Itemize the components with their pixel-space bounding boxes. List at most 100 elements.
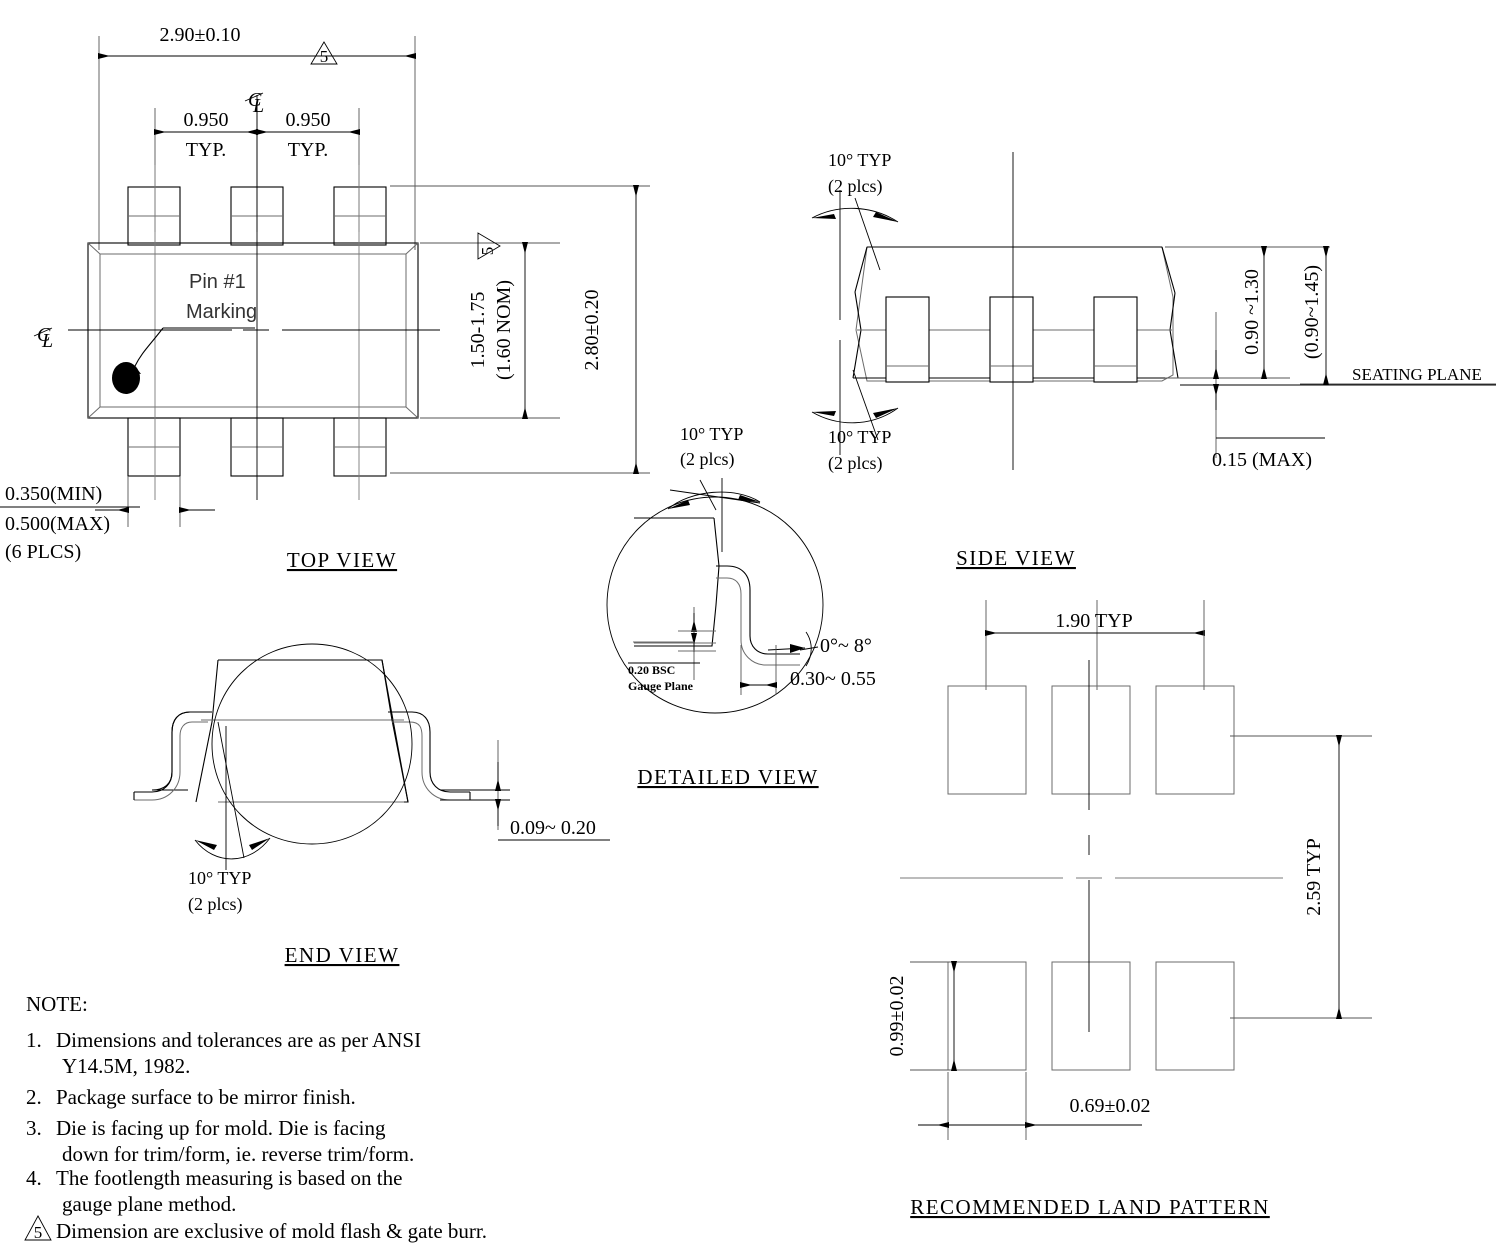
note-3-line1: Die is facing up for mold. Die is facing <box>56 1116 386 1140</box>
end-draft-line1: 10° TYP <box>188 868 251 888</box>
end-view-label: END VIEW <box>285 943 400 967</box>
detail-gauge-plane-dimension <box>628 607 716 680</box>
side-draft-angle-bottom <box>811 340 899 455</box>
side-draft-bottom-line1: 10° TYP <box>828 427 891 447</box>
land-pattern-centerlines <box>900 660 1283 1032</box>
top-lead-width-dimension <box>0 476 215 527</box>
end-view-body <box>195 659 409 803</box>
detail-draft-angle <box>667 478 761 552</box>
detailed-view-label: DETAILED VIEW <box>637 765 818 789</box>
land-pattern-upper-pads <box>947 685 1235 795</box>
end-draft-line2: (2 plcs) <box>188 894 242 915</box>
end-view-left-lead <box>133 711 212 801</box>
top-overall-width-dimension <box>98 36 416 250</box>
detail-foot-angle <box>767 631 819 667</box>
detail-gauge-label: Gauge Plane <box>628 679 694 693</box>
top-body-width-nom: (1.60 NOM) <box>493 280 515 380</box>
note-5-line1: Dimension are exclusive of mold flash & … <box>56 1219 487 1243</box>
svg-text:C: C <box>248 89 262 111</box>
end-lead-thickness-label: 0.09~ 0.20 <box>510 817 596 839</box>
land-pad-width-label: 0.69±0.02 <box>1070 1095 1151 1117</box>
svg-text:L: L <box>252 95 264 117</box>
note-1-line2: Y14.5M, 1982. <box>62 1054 190 1078</box>
side-coplanarity-label: 0.15 (MAX) <box>1212 449 1312 471</box>
side-view-group: 10° TYP (2 plcs) 10° TYP (2 plcs) 0.90 ~… <box>811 150 1496 570</box>
pin1-marking-line1: Pin #1 <box>189 271 246 293</box>
svg-text:L: L <box>41 330 53 352</box>
side-standoff-overall-label: (0.90~1.45) <box>1301 265 1323 359</box>
top-overall-width-label: 2.90±0.10 <box>160 24 241 46</box>
side-standoff-dimensions <box>1165 246 1496 386</box>
side-draft-bottom-line2: (2 plcs) <box>828 453 882 474</box>
top-view-lead-centerlines <box>154 95 360 500</box>
land-span-dimension <box>1230 735 1372 1019</box>
note-1-line1: Dimensions and tolerances are as per ANS… <box>56 1028 421 1052</box>
detailed-view-group: 10° TYP (2 plcs) 0.20 BSC Gauge Plane 0°… <box>606 424 876 789</box>
top-view-group: 2.90±0.10 5 C L 0.950 TYP. 0.950 TYP. Pi… <box>0 24 650 572</box>
detail-body-edge <box>634 517 720 647</box>
top-overall-length-label: 2.80±0.20 <box>581 290 603 371</box>
land-pad-height-label: 0.99±0.02 <box>886 976 908 1057</box>
note-4-line1: The footlength measuring is based on the <box>56 1166 402 1190</box>
end-lead-thickness-dimension <box>440 740 610 841</box>
top-view-body <box>87 242 419 419</box>
end-draft-angle <box>194 721 271 870</box>
top-pitch-left-typ: TYP. <box>186 139 227 161</box>
top-lead-width-plcs: (6 PLCS) <box>5 541 81 563</box>
top-body-width-range: 1.50-1.75 <box>467 292 489 369</box>
end-view-right-lead <box>388 711 471 801</box>
detail-draft-line2: (2 plcs) <box>680 449 734 470</box>
seating-plane-label: SEATING PLANE <box>1352 365 1482 384</box>
detail-foot-angle-label: 0°~ 8° <box>820 635 872 657</box>
detail-foot-length-dimension <box>740 645 777 695</box>
flag-5-symbol-body: 5 <box>477 232 501 260</box>
top-pitch-right-value: 0.950 <box>286 109 331 131</box>
side-draft-top-line1: 10° TYP <box>828 150 891 170</box>
notes-group: NOTE: 1. Dimensions and tolerances are a… <box>24 992 487 1243</box>
svg-text:C: C <box>37 324 51 346</box>
detail-foot-length-label: 0.30~ 0.55 <box>790 668 876 690</box>
note-4-num: 4. <box>26 1166 42 1190</box>
note-3-num: 3. <box>26 1116 42 1140</box>
land-pad-width-dimension <box>918 1072 1142 1140</box>
top-overall-length-dimension <box>390 185 650 474</box>
top-pitch-left-value: 0.950 <box>184 109 229 131</box>
end-view-group: 10° TYP (2 plcs) 0.09~ 0.20 END VIEW <box>133 643 610 967</box>
top-lead-width-max: 0.500(MAX) <box>5 513 110 535</box>
top-centerline-symbol: C L <box>244 89 264 117</box>
note-4-line2: gauge plane method. <box>62 1192 236 1216</box>
top-body-width-dimension <box>420 242 560 419</box>
note-2-line1: Package surface to be mirror finish. <box>56 1085 356 1109</box>
side-standoff-body-label: 0.90 ~1.30 <box>1241 269 1263 355</box>
side-view-label: SIDE VIEW <box>956 546 1076 570</box>
note-2-num: 2. <box>26 1085 42 1109</box>
note-1-num: 1. <box>26 1028 42 1052</box>
detail-gauge-dim: 0.20 BSC <box>628 663 675 677</box>
land-pitch-label: 1.90 TYP <box>1055 610 1132 632</box>
land-pattern-lower-pads <box>947 961 1235 1071</box>
land-pitch-dimension <box>985 600 1205 690</box>
land-pattern-group: 1.90 TYP 2.59 TYP 0.99±0.02 0.69±0.02 RE… <box>886 600 1372 1219</box>
top-lead-width-min: 0.350(MIN) <box>5 483 102 505</box>
land-pattern-label: RECOMMENDED LAND PATTERN <box>910 1195 1270 1219</box>
land-pad-height-dimension <box>910 961 957 1071</box>
top-view-label: TOP VIEW <box>287 548 397 572</box>
notes-heading: NOTE: <box>26 992 88 1016</box>
note-5-num: 5 <box>34 1223 43 1242</box>
top-centerline-symbol-left: C L <box>33 324 53 352</box>
flag-5-symbol-top: 5 <box>310 41 338 66</box>
note-3-line2: down for trim/form, ie. reverse trim/for… <box>62 1142 414 1166</box>
side-view-leads <box>885 296 1138 383</box>
pin1-marking-line2: Marking <box>186 301 257 323</box>
top-pitch-right-typ: TYP. <box>288 139 329 161</box>
side-draft-top-line2: (2 plcs) <box>828 176 882 197</box>
side-draft-angle-top <box>811 190 899 320</box>
detail-draft-line1: 10° TYP <box>680 424 743 444</box>
pin1-marking-indicator <box>112 327 255 394</box>
flag-5-body-text: 5 <box>478 247 497 256</box>
detail-lead-form <box>716 565 800 666</box>
side-coplanarity-dimension <box>1213 312 1325 458</box>
note-5-flag-icon: 5 <box>24 1215 52 1242</box>
land-span-label: 2.59 TYP <box>1303 838 1325 915</box>
